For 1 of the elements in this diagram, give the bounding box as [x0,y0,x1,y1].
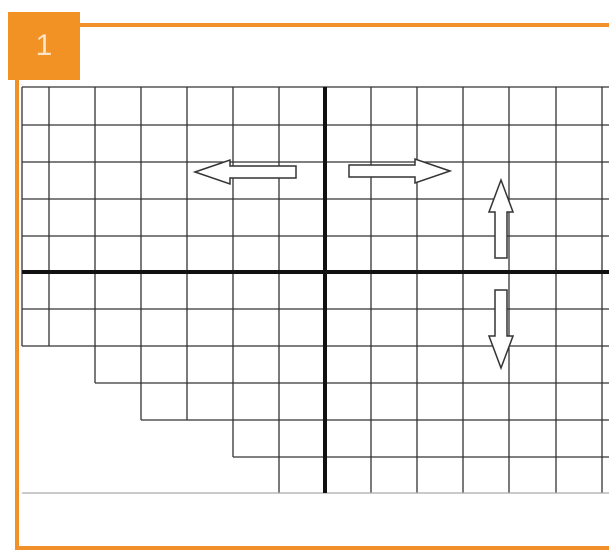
number-badge: 1 [8,12,80,80]
